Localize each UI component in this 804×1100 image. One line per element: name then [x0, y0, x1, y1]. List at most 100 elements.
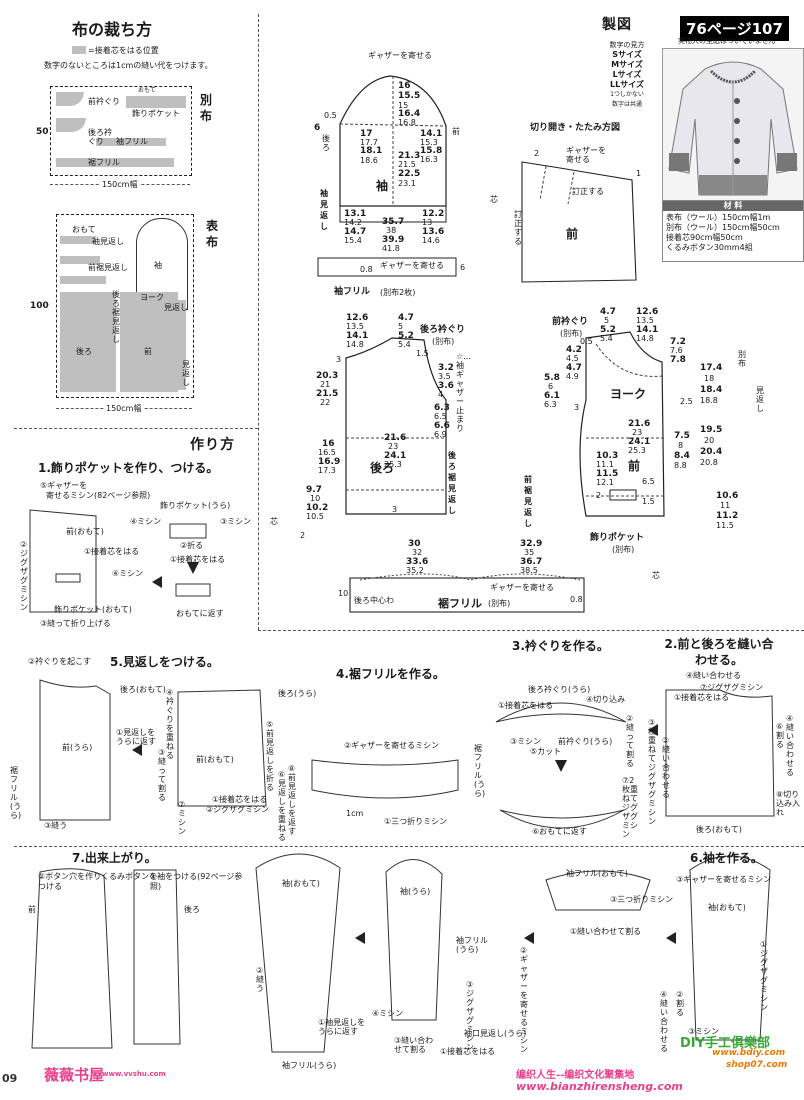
back-n19: 6.5 — [434, 412, 447, 421]
front-n16: 6 — [548, 382, 554, 391]
hf-gather: ギャザーを寄せる — [490, 583, 554, 592]
front-n1: 5 — [604, 316, 610, 325]
hf-l3: 35.2 — [406, 566, 424, 575]
sleeve-bl-1: 14.2 — [344, 218, 362, 227]
betsu-label-2: 飾りポケット — [132, 109, 180, 118]
omote-label-6: 見返し — [164, 303, 188, 312]
material-1: 別布（ウール）150cm幅50cm — [666, 223, 780, 232]
omote-label-4: 後ろ裾見返し — [112, 290, 120, 344]
s5-4: 裾フリル(うら) — [10, 766, 22, 820]
watermark-right-url: www.bdiy.com — [712, 1048, 786, 1058]
sl-1: ②縫う — [256, 966, 264, 993]
back-n21: 6.9 — [434, 430, 447, 439]
dim-100: 100 — [30, 301, 49, 311]
sleeve-left-0: 6 — [314, 123, 321, 133]
s3-1: ①接着芯をはる — [498, 701, 554, 710]
sleeve-bm-2: 39.9 — [382, 235, 405, 245]
back-hem-facing: 後ろ裾見返し — [448, 451, 456, 515]
pattern-note: 実物大の型紙はついていません — [678, 37, 776, 45]
front-n45: 2 — [596, 491, 602, 500]
step3-title: 3.衿ぐりを作る。 — [512, 639, 609, 653]
sleeve-mid-2: 22.5 — [398, 169, 421, 179]
omote-label-1: 袖見返し — [92, 237, 124, 246]
materials-box: 材 料 表布（ウール）150cm幅1m 別布（ウール）150cm幅50cm 接着… — [662, 200, 804, 262]
back-n5: 5 — [398, 322, 404, 331]
s3-5: ⑤カット — [530, 747, 562, 756]
sleeve-bm-3: 41.8 — [382, 244, 400, 253]
front-n42: 8.4 — [674, 451, 690, 461]
s5-11: ⑥見返しを重ねる — [278, 770, 286, 842]
s1-7: ①接着芯をはる — [84, 547, 140, 556]
omote-label-7: 後ろ — [76, 347, 92, 356]
back-n3: 14.8 — [346, 340, 364, 349]
material-2: 接着芯90cm幅50cm — [666, 233, 743, 242]
s1-3: ④ミシン — [130, 517, 162, 526]
sleeve-ushiro: 後ろ — [322, 134, 330, 152]
kiri-one: 1 — [636, 169, 642, 178]
front-n34: 20.4 — [700, 447, 723, 457]
legend-1: Sサイズ — [612, 50, 642, 59]
front-n9: 4.5 — [566, 354, 579, 363]
front-n4: 12.6 — [636, 307, 659, 317]
hf-10: 10 — [338, 589, 349, 598]
s5-8: ⑤前見返しを折る — [266, 720, 274, 792]
front-facing: 見返し — [756, 386, 764, 413]
sleeve-bm-0: 35.7 — [382, 217, 405, 227]
omote-piece-1 — [60, 236, 96, 244]
sleeve-mid-1: 21.5 — [398, 160, 416, 169]
sleeve-bm-1: 38 — [386, 226, 397, 235]
front-n14: 7.8 — [670, 355, 686, 365]
sleeve-br-2: 13.6 — [422, 227, 445, 237]
omote-label-8: 前 — [144, 347, 152, 356]
sleeve-mae: 前 — [452, 127, 460, 136]
s3-8: ⑦2枚重ねてジグザグミシン — [622, 776, 638, 839]
sleeve-top-4: 16.8 — [398, 118, 416, 127]
back-gather-stop: ☆…袖ギャザー止まり — [456, 352, 472, 433]
sl-11: ③縫い合わせて割る — [394, 1036, 434, 1054]
omote-piece-7 — [176, 300, 186, 390]
hf-r1: 35 — [524, 548, 535, 557]
hf-l2: 33.6 — [406, 557, 429, 567]
page-ref-badge: 76ページ107 — [680, 16, 789, 41]
omote-piece-6 — [120, 292, 178, 392]
sl-7: ③ジグザグミシン — [466, 980, 474, 1052]
s5-0: ②衿ぐりを起こす — [28, 657, 92, 666]
back-n7: 5.4 — [398, 340, 411, 349]
s7-1: ①袖をつける(92ページ参照) — [150, 872, 243, 891]
legend-4: LLサイズ — [610, 80, 644, 89]
dim-50: 50 — [36, 127, 49, 137]
s5-9: ①接着芯をはる — [212, 795, 268, 804]
s6-1: 袖(おもて) — [708, 903, 746, 912]
betsu-piece-3 — [56, 118, 86, 132]
omote-piece-5 — [60, 292, 116, 392]
back-n15: 3.5 — [438, 372, 451, 381]
front-n39: 11.5 — [716, 521, 734, 530]
sleeve-top-1: 15.5 — [398, 91, 421, 101]
divider-h-left — [14, 428, 258, 429]
seizu-legend: 数字の見方 Sサイズ Mサイズ Lサイズ LLサイズ 1つしかない 数字は共通 — [604, 40, 650, 110]
divider-h-bottom — [14, 846, 804, 847]
front-n44: 2.5 — [680, 397, 693, 406]
back-n17: 4 — [438, 390, 444, 399]
frill-title: 袖フリル — [334, 287, 371, 297]
back-n0: 12.6 — [346, 313, 369, 323]
s3-6: ②縫って割る — [626, 714, 634, 768]
sleeve-mid-0: 21.3 — [398, 151, 421, 161]
s4-1: 裾フリル(うら) — [474, 744, 486, 798]
watermark-bottom-url: www.bianzhirensheng.com — [516, 1080, 683, 1093]
hf-center: 後ろ中心わ — [354, 596, 394, 605]
cutting-note: 数字のないところは1cmの縫い代をつけます。 — [44, 61, 213, 70]
front-n7: 14.8 — [636, 334, 654, 343]
betsu-piece-2 — [126, 96, 186, 108]
kiri-fold: 訂正する — [514, 210, 522, 246]
kiri-close: 訂正する — [572, 187, 604, 196]
s5-7: ③縫って割る — [158, 748, 166, 802]
watermark-bottom: 编织人生--编织文化聚集地 — [516, 1070, 635, 1081]
front-hem-facing: 前裾見返し — [524, 475, 532, 528]
s5-10: ②ジグザグミシン — [206, 805, 270, 814]
page-number: 09 — [2, 1072, 18, 1085]
sleeve-left-3: 17.7 — [360, 138, 378, 147]
s5-14: 前(おもて) — [196, 755, 234, 764]
back-n25: 25.3 — [384, 460, 402, 469]
